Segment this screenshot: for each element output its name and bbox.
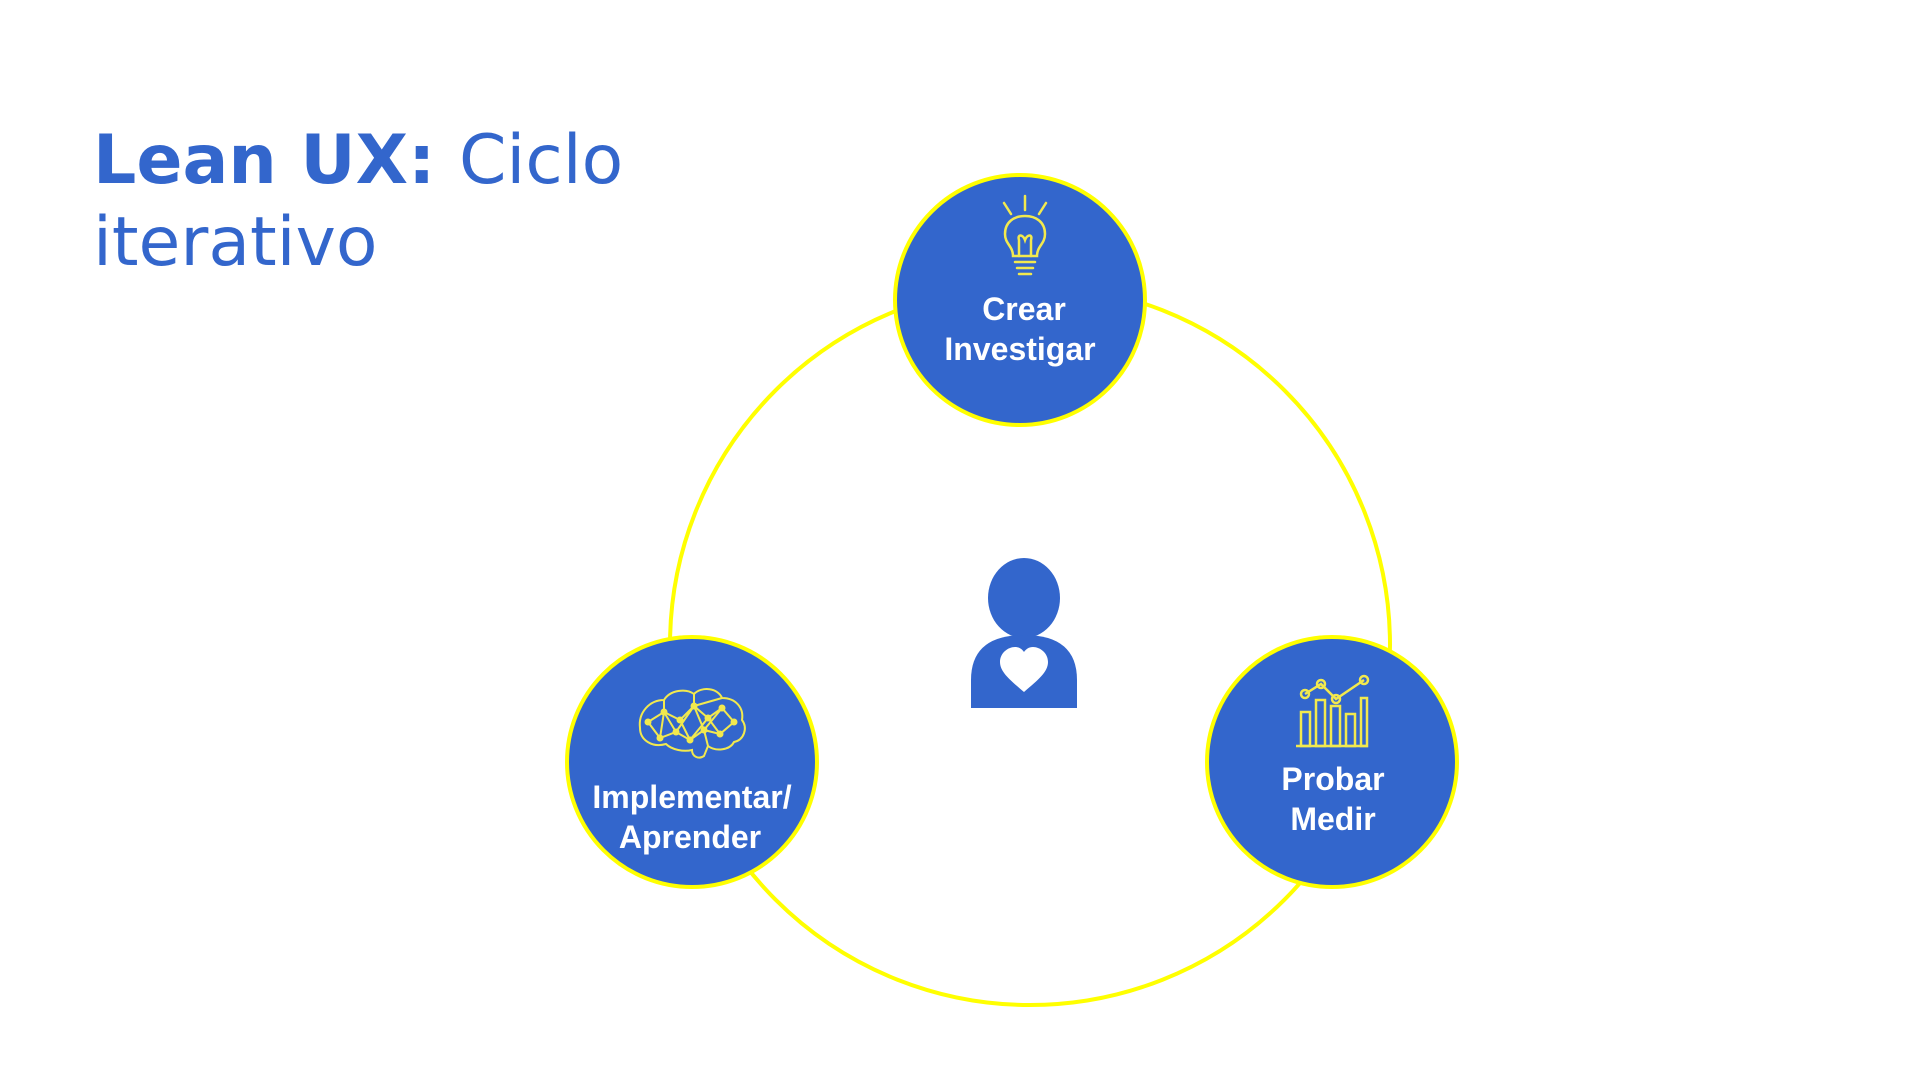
node-probar-line2: Medir [1290, 801, 1375, 837]
node-implementar-line2: Aprender [619, 819, 761, 855]
node-crear: Crear Investigar [893, 173, 1147, 427]
node-implementar: Implementar/ Aprender [565, 635, 819, 889]
node-probar-line1: Probar [1281, 761, 1384, 797]
lightbulb-icon [1002, 194, 1048, 276]
node-crear-line1: Crear [982, 291, 1066, 327]
node-crear-line2: Investigar [944, 331, 1095, 367]
bar-chart-icon [1296, 674, 1370, 748]
brain-icon [638, 688, 746, 759]
node-probar: Probar Medir [1205, 635, 1459, 889]
title-light: Ciclo iterativo [93, 121, 624, 282]
title-bold: Lean UX: [93, 121, 436, 200]
page-title: Lean UX: Ciclo iterativo [93, 120, 793, 284]
node-implementar-line1: Implementar/ [592, 779, 791, 815]
user-heart-icon [971, 558, 1077, 708]
